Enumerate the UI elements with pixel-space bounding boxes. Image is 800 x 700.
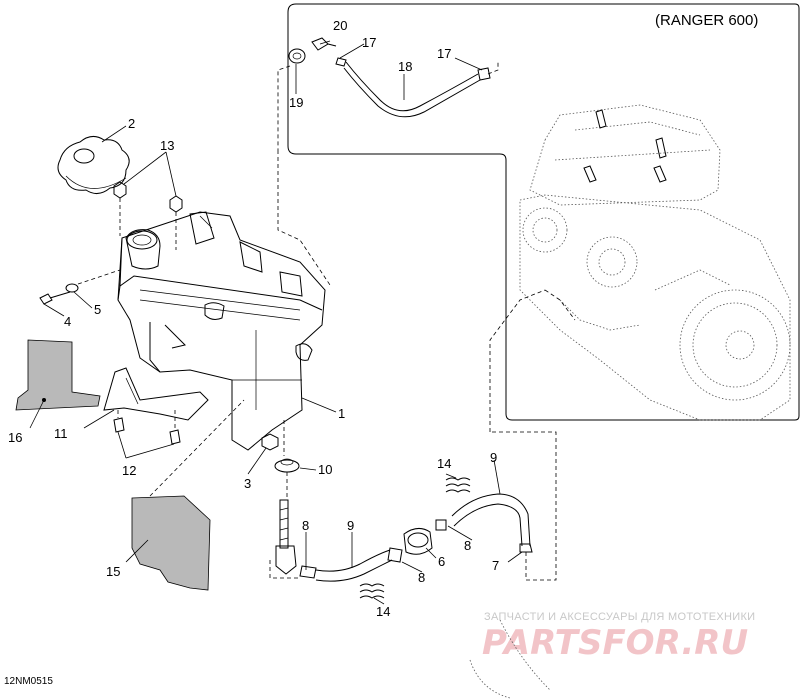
callout-11: 11 (54, 426, 68, 441)
callout-8-mid: 8 (418, 570, 425, 585)
filler-cap (57, 136, 130, 194)
callout-labels: 2 13 20 17 18 17 19 1 3 10 5 4 11 12 16 … (8, 18, 499, 619)
callout-17-top: 17 (362, 35, 376, 50)
callout-2: 2 (128, 116, 135, 131)
callout-20: 20 (333, 18, 347, 33)
watermark-tagline: ЗАПЧАСТИ И АКСЕССУАРЫ ДЛЯ МОТОТЕХНИКИ (484, 611, 755, 623)
callout-7: 7 (492, 558, 499, 573)
oil-tank (117, 211, 326, 451)
callout-12: 12 (122, 463, 136, 478)
callout-15: 15 (106, 564, 120, 579)
heat-shields (15, 339, 245, 591)
leader-dot (42, 398, 46, 402)
lower-hose-assembly (269, 431, 557, 599)
callout-3: 3 (244, 476, 251, 491)
leader-lines (29, 40, 523, 605)
callout-14-top: 14 (437, 456, 451, 471)
callout-14-bottom: 14 (376, 604, 390, 619)
callout-8-left: 8 (302, 518, 309, 533)
reference-lines (277, 150, 576, 432)
callout-10: 10 (318, 462, 332, 477)
callout-9-left: 9 (347, 518, 354, 533)
ranger-600-inset: (RANGER 600) (287, 3, 800, 421)
callout-8-right: 8 (464, 538, 471, 553)
callout-16: 16 (8, 430, 22, 445)
watermark-logo: PARTSFOR.RU (482, 623, 748, 663)
callout-9-right: 9 (490, 450, 497, 465)
mounting-bracket (103, 367, 209, 445)
callout-17-right: 17 (437, 46, 451, 61)
hardware (39, 181, 300, 498)
drawing-code: 12NM0515 (4, 676, 53, 687)
engine (519, 104, 791, 421)
callout-4: 4 (64, 314, 71, 329)
callout-1: 1 (338, 406, 345, 421)
inset-hose-assembly (277, 37, 499, 150)
inset-title: (RANGER 600) (655, 12, 758, 29)
callout-18: 18 (398, 59, 412, 74)
callout-5: 5 (94, 302, 101, 317)
callout-6: 6 (438, 554, 445, 569)
watermark: ЗАПЧАСТИ И АКСЕССУАРЫ ДЛЯ МОТОТЕХНИКИ PA… (469, 611, 755, 699)
callout-19: 19 (289, 95, 303, 110)
callout-13: 13 (160, 138, 174, 153)
